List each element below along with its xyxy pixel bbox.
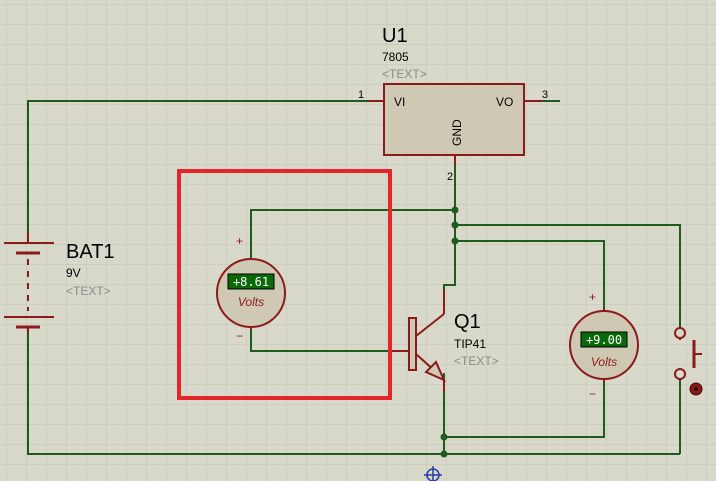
battery-value: 9V [66,266,81,280]
vm-left-plus: + [236,234,243,248]
switch-contact-bottom [674,368,686,380]
pin-label-vi: VI [394,95,405,109]
vm-left-minus: − [236,329,243,343]
vm-right-lcd [580,331,628,348]
transistor-text: <TEXT> [454,354,499,368]
pin-number-3: 3 [542,89,548,101]
q1-emitter-arrow [424,360,446,382]
transistor-q1[interactable]: Q1 TIP41 <TEXT> [390,290,499,392]
vm-left-body [216,258,286,328]
pin-number-2: 2 [447,171,453,183]
wire-junctions [440,206,459,458]
origin-marker-icon [424,466,442,481]
wire-battery-ground [27,333,680,455]
q1-collector [415,313,445,337]
regulator-text: <TEXT> [382,67,427,81]
junction-dot [440,450,448,458]
switch-button-center [694,387,698,391]
regulator-value: 7805 [382,50,409,64]
wire-vm-right-minus [444,380,605,438]
pin-number-1: 1 [358,89,364,101]
pin-label-gnd: GND [450,119,464,146]
switch-contact-top [674,327,686,339]
vm-right-plus: + [589,290,596,304]
junction-dot [451,221,459,229]
vm-right-units: Volts [591,355,617,369]
battery-ref: BAT1 [66,241,115,263]
regulator-u1[interactable]: U1 7805 <TEXT> VI VO GND 1 2 3 [358,25,548,183]
regulator-body [383,83,525,156]
regulator-ref: U1 [382,25,408,47]
voltmeter-right[interactable]: +9.00 Volts + − [569,290,639,401]
vm-right-minus: − [589,387,596,401]
wire-node-to-vm-right-plus [455,240,605,310]
vm-right-reading: +9.00 [586,333,622,347]
push-button-switch[interactable] [674,327,703,396]
vm-left-reading: +8.61 [233,275,269,289]
wire-node-to-vm-left-plus [250,209,455,265]
wire-vm-left-minus-to-base [250,322,410,352]
voltmeter-left[interactable]: +8.61 Volts + − [216,234,286,343]
vm-left-units: Volts [238,295,264,309]
pin-label-vo: VO [496,95,513,109]
junction-dot [451,206,459,214]
battery-text: <TEXT> [66,284,111,298]
transistor-value: TIP41 [454,337,486,351]
transistor-ref: Q1 [454,311,481,333]
wire-battery-to-vi [27,100,368,232]
selection-highlight-box [177,169,392,400]
vm-left-lcd [227,273,275,290]
junction-dot [451,237,459,245]
battery-bat1[interactable]: BAT1 9V <TEXT> [4,232,115,333]
junction-dot [440,433,448,441]
q1-base-bar [408,317,417,371]
wire-node-to-switch [455,224,681,333]
